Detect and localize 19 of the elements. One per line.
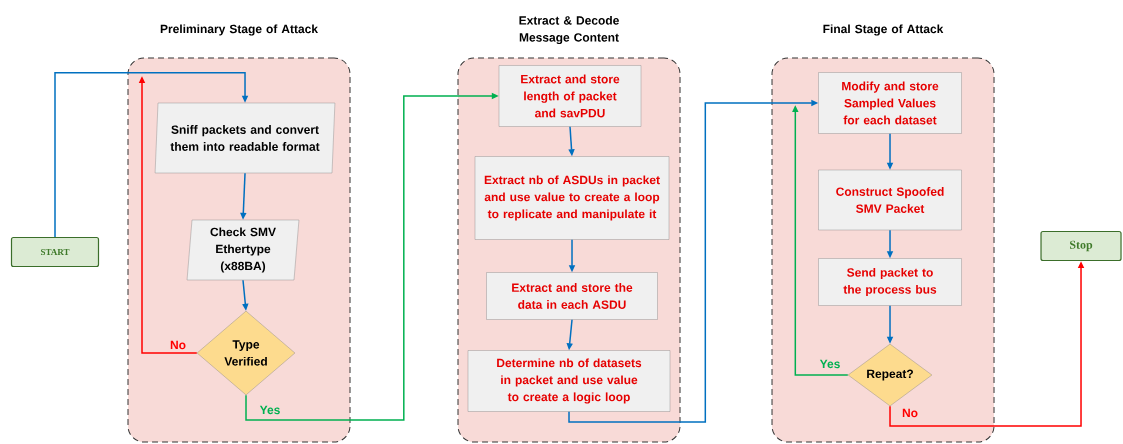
arrow — [54, 72, 249, 238]
process-box: Extract and store length of packet and savPDU — [498, 65, 642, 127]
terminal-box: START — [10, 236, 100, 268]
stage-title: Extract & Decode Message Content — [519, 15, 619, 45]
edge-label: No — [901, 407, 919, 419]
edge-label: Yes — [258, 404, 282, 416]
process-box: Extract nb of ASDUs in packet and use value to create a loop to replicate and manipulate it — [474, 156, 670, 240]
stage-title: Preliminary Stage of Attack — [160, 24, 318, 36]
process-box: Modify and store Sampled Values for each dataset — [818, 72, 962, 134]
process-box: Construct Spoofed SMV Packet — [818, 169, 962, 231]
process-box: Send packet to the process bus — [818, 258, 962, 306]
edge-label: No — [169, 339, 187, 351]
input-parallelogram: Sniff packets and convert them into readable format — [154, 102, 336, 174]
input-parallelogram: Check SMV Ethertype (x88BA) — [186, 219, 300, 281]
edge-label: Yes — [818, 358, 842, 370]
stage-title: Final Stage of Attack — [823, 24, 944, 36]
process-box: Determine nb of datasets in packet and use value to create a logic loop — [467, 350, 671, 412]
process-box: Extract and store the data in each ASDU — [486, 272, 658, 320]
terminal-box: Stop — [1040, 230, 1122, 262]
